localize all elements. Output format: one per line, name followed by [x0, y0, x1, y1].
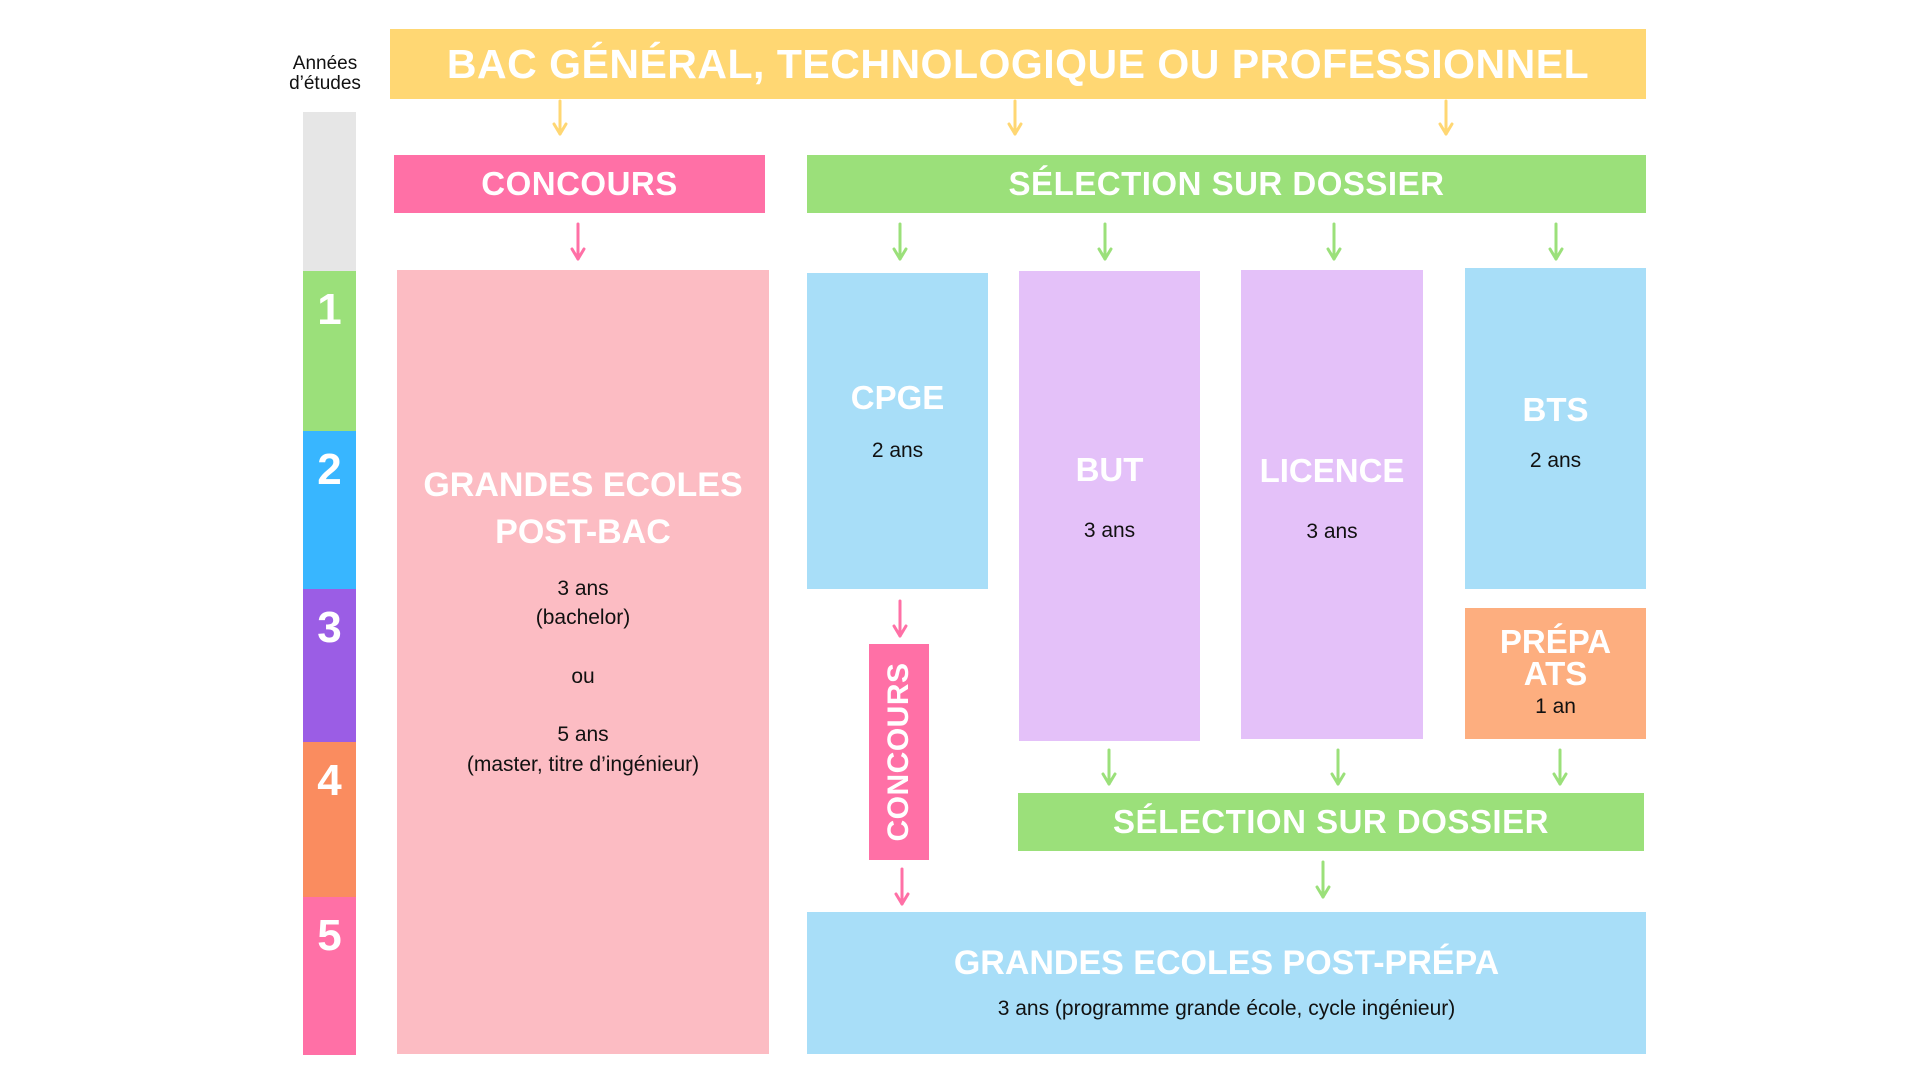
year-number: 1 — [317, 285, 342, 334]
post-bac-detail2: (master, titre d’ingénieur) — [466, 752, 700, 776]
but-title: BUT — [1075, 451, 1144, 488]
but-duration: 3 ans — [1083, 518, 1136, 542]
cpge-title: CPGE — [850, 379, 945, 416]
concours-vertical-box: CONCOURS — [869, 644, 929, 860]
prepa-ats-box: PRÉPA ATS 1 an — [1465, 608, 1646, 739]
year-number: 2 — [317, 445, 342, 494]
selection-banner-bottom-label: SÉLECTION SUR DOSSIER — [1113, 803, 1549, 840]
arrow-down-icon — [1315, 860, 1331, 899]
prepa-ats-duration: 1 an — [1535, 694, 1576, 718]
year-number: 5 — [317, 911, 342, 960]
post-bac-title-line2: POST-BAC — [495, 513, 671, 551]
grandes-ecoles-post-prepa-box: GRANDES ECOLES POST-PRÉPA 3 ans (program… — [807, 912, 1646, 1054]
arrow-down-icon — [894, 867, 910, 906]
arrow-down-icon — [1552, 748, 1568, 786]
cpge-box: CPGE 2 ans — [807, 273, 988, 589]
licence-box: LICENCE 3 ans — [1241, 270, 1423, 739]
selection-banner-top: SÉLECTION SUR DOSSIER — [807, 155, 1646, 213]
post-bac-detail1: (bachelor) — [535, 606, 631, 630]
arrow-down-icon — [1101, 748, 1117, 786]
year-segment-0 — [303, 112, 356, 271]
concours-banner: CONCOURS — [394, 155, 765, 213]
licence-title: LICENCE — [1259, 452, 1405, 489]
post-bac-duration1: 3 ans — [557, 577, 609, 600]
post-prepa-detail: 3 ans (programme grande école, cycle ing… — [997, 996, 1456, 1020]
year-segment-4: 4 — [303, 742, 356, 897]
prepa-ats-title-line2: ATS — [1523, 654, 1588, 692]
year-segment-1: 1 — [303, 271, 356, 431]
year-number: 4 — [317, 756, 342, 805]
bts-duration: 2 ans — [1529, 448, 1582, 472]
years-label-line2: d’études — [289, 73, 361, 94]
year-segment-2: 2 — [303, 431, 356, 589]
years-axis-label: Années d’études — [275, 54, 375, 94]
arrow-down-icon — [1548, 222, 1564, 261]
arrow-down-icon — [552, 99, 568, 136]
prepa-ats-title-line1: PRÉPA — [1499, 622, 1612, 660]
concours-banner-label: CONCOURS — [481, 165, 678, 202]
concours-vertical-label: CONCOURS — [882, 662, 915, 842]
year-segment-5: 5 — [303, 897, 356, 1055]
selection-banner-bottom: SÉLECTION SUR DOSSIER — [1018, 793, 1644, 851]
bts-box: BTS 2 ans — [1465, 268, 1646, 589]
post-prepa-title: GRANDES ECOLES POST-PRÉPA — [953, 943, 1500, 982]
year-number: 3 — [317, 603, 342, 652]
year-segment-3: 3 — [303, 589, 356, 742]
post-bac-duration2: 5 ans — [557, 723, 609, 747]
arrow-down-icon — [1438, 99, 1454, 136]
cpge-duration: 2 ans — [871, 438, 924, 462]
bts-title: BTS — [1522, 391, 1589, 428]
bac-banner: BAC GÉNÉRAL, TECHNOLOGIQUE OU PROFESSION… — [390, 29, 1646, 99]
licence-duration: 3 ans — [1306, 519, 1358, 543]
arrow-down-icon — [1326, 222, 1342, 261]
years-label-line1: Années — [292, 53, 358, 74]
grandes-ecoles-post-bac-box: GRANDES ECOLES POST-BAC 3 ans (bachelor)… — [397, 270, 769, 1054]
year-scale: 1 2 3 4 5 — [303, 112, 356, 1055]
post-bac-or: ou — [571, 664, 595, 688]
arrow-down-icon — [1330, 748, 1346, 786]
but-box: BUT 3 ans — [1019, 271, 1200, 741]
arrow-down-icon — [892, 599, 908, 638]
arrow-down-icon — [1097, 222, 1113, 261]
arrow-down-icon — [1007, 99, 1023, 136]
arrow-down-icon — [892, 222, 908, 261]
post-bac-title-line1: GRANDES ECOLES — [423, 466, 743, 504]
selection-banner-top-label: SÉLECTION SUR DOSSIER — [1008, 165, 1445, 202]
arrow-down-icon — [570, 222, 586, 261]
bac-banner-label: BAC GÉNÉRAL, TECHNOLOGIQUE OU PROFESSION… — [446, 40, 1590, 87]
